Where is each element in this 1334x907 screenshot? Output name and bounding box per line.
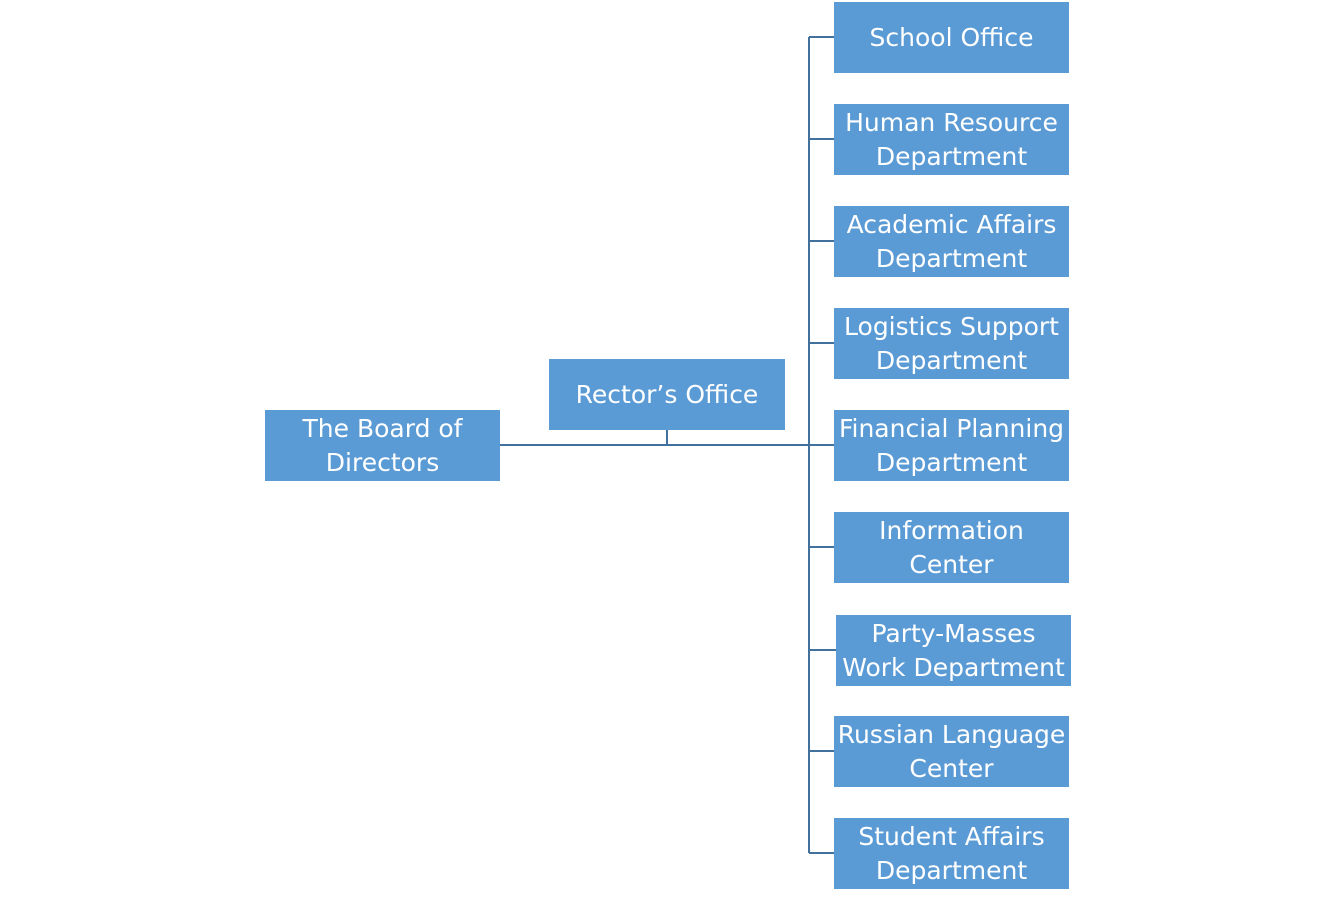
human-resource-department-box: Human Resource Department: [834, 104, 1069, 175]
party-masses-work-department-box: Party-Masses Work Department: [836, 615, 1071, 686]
rectors-office-box: Rector’s Office: [549, 359, 785, 430]
information-center-box: Information Center: [834, 512, 1069, 583]
academic-affairs-department-box: Academic Affairs Department: [834, 206, 1069, 277]
board-of-directors-box: The Board of Directors: [265, 410, 500, 481]
russian-language-center-box: Russian Language Center: [834, 716, 1069, 787]
school-office-box: School Office: [834, 2, 1069, 73]
student-affairs-department-box: Student Affairs Department: [834, 818, 1069, 889]
logistics-support-department-box: Logistics Support Department: [834, 308, 1069, 379]
financial-planning-department-box: Financial Planning Department: [834, 410, 1069, 481]
